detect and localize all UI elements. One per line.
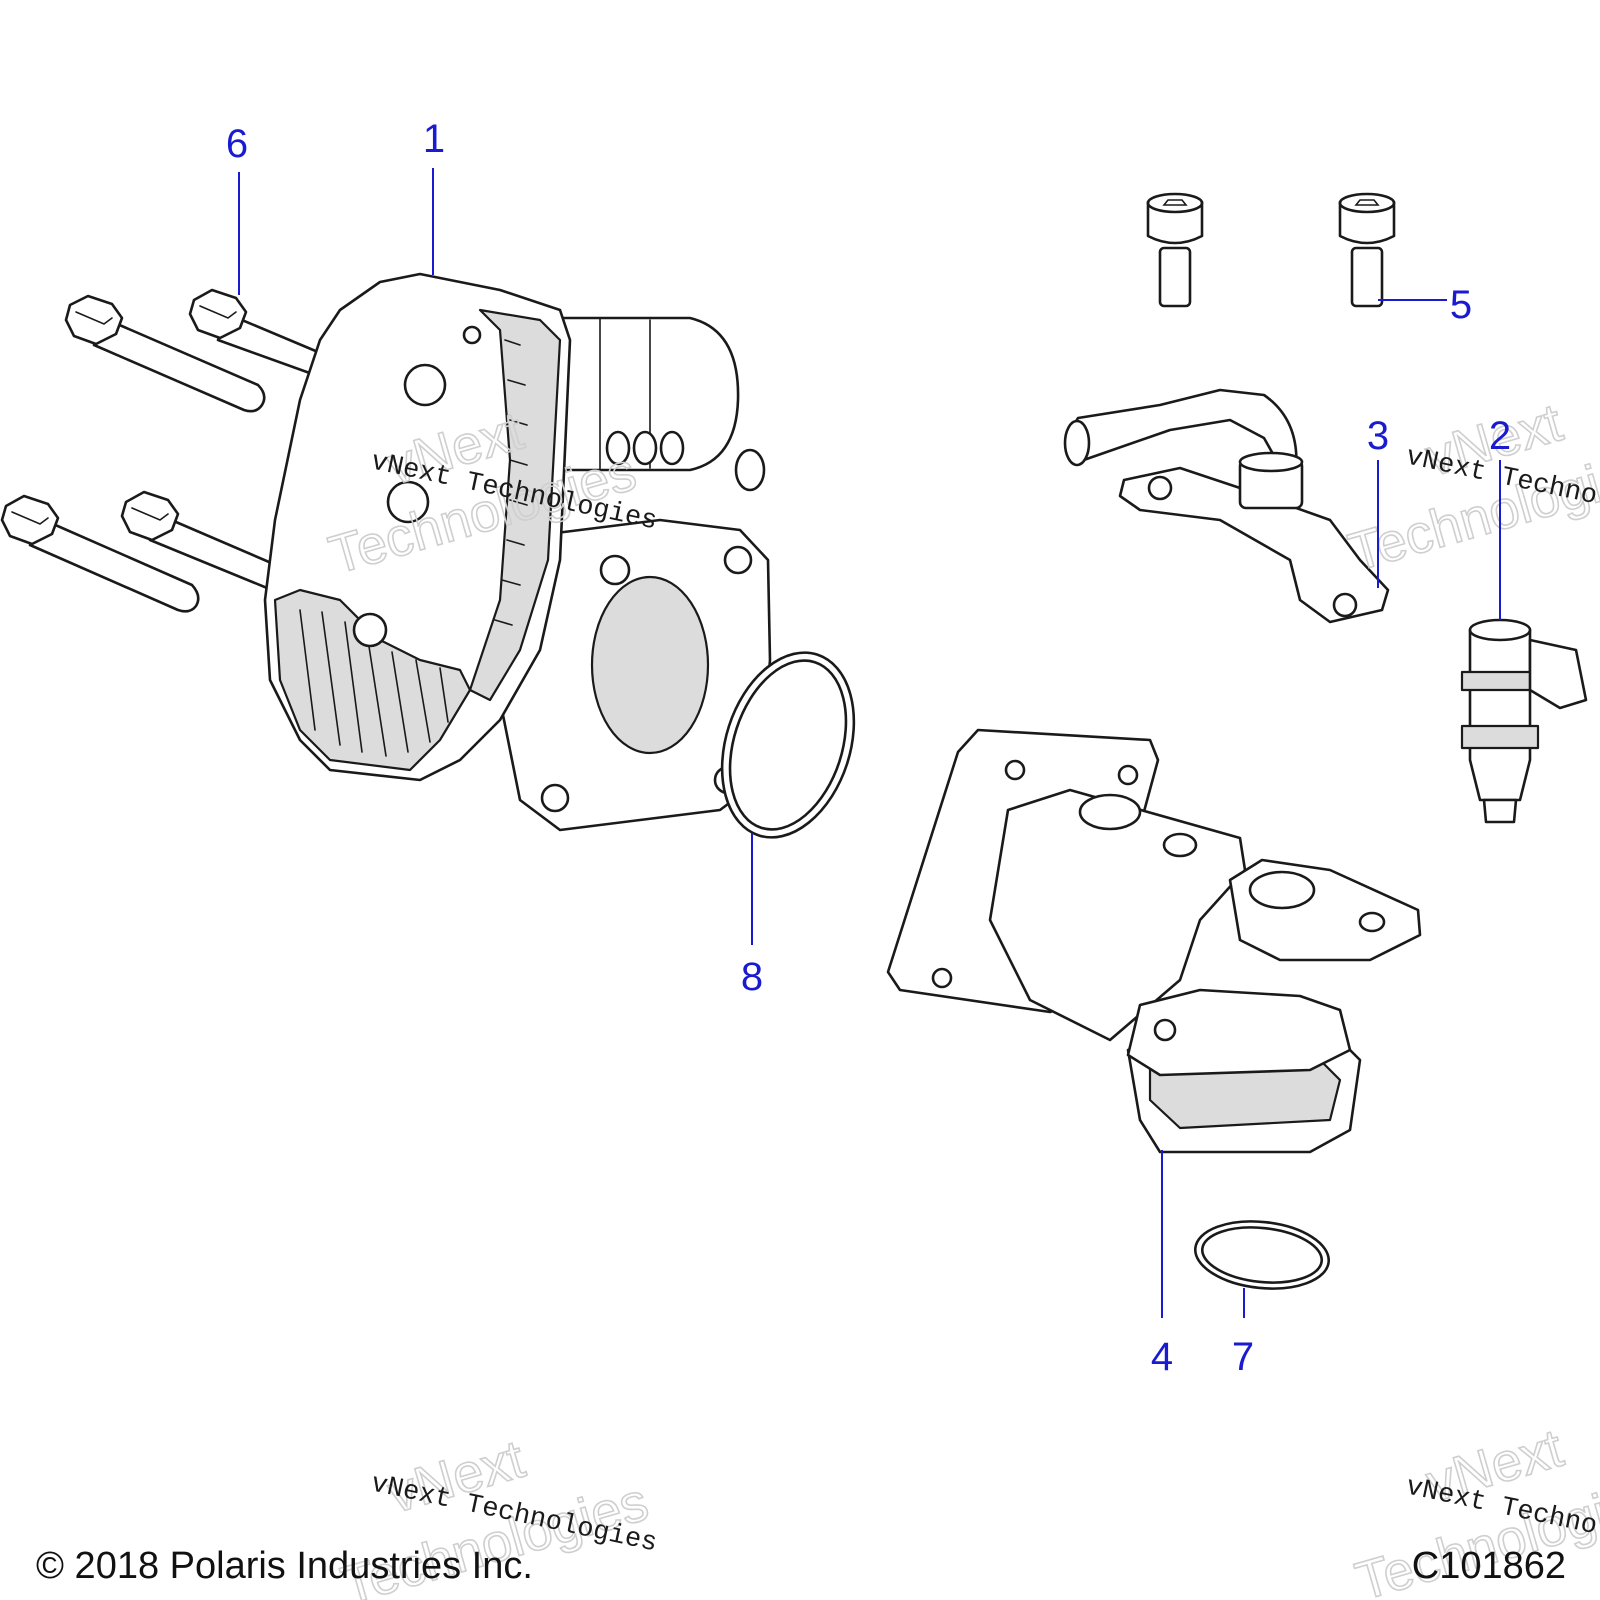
callout-3: 3 <box>1367 414 1389 458</box>
callout-8: 8 <box>741 955 763 999</box>
copyright-notice: © 2018 Polaris Industries Inc. <box>36 1545 533 1587</box>
callout-7: 7 <box>1232 1335 1254 1379</box>
intake-manifold <box>886 728 1422 1154</box>
cap-screw-right <box>1338 192 1396 308</box>
cap-screw-left <box>1146 192 1204 308</box>
leader-lines <box>238 168 1501 1318</box>
callout-2: 2 <box>1489 414 1511 458</box>
bolt-lower-right <box>120 490 278 592</box>
fuel-injector <box>1460 618 1588 824</box>
bolt-upper-left <box>64 294 266 413</box>
o-ring-large <box>720 651 856 839</box>
bolt-upper-right <box>188 288 320 378</box>
fuel-rail <box>1063 388 1390 624</box>
connector-pins <box>605 430 766 492</box>
callout-4: 4 <box>1151 1335 1173 1379</box>
callout-1: 1 <box>423 117 445 161</box>
throttle-body <box>263 272 772 832</box>
callout-6: 6 <box>226 122 248 166</box>
callouts: 1 2 3 4 5 6 7 8 <box>226 117 1511 1379</box>
flange-bolt-set <box>0 288 320 613</box>
cap-screw-set <box>1146 192 1396 308</box>
o-ring-small <box>1193 1220 1331 1290</box>
bolt-lower-left <box>0 494 200 613</box>
callout-5: 5 <box>1450 283 1472 327</box>
drawing-number: C101862 <box>1411 1545 1566 1587</box>
